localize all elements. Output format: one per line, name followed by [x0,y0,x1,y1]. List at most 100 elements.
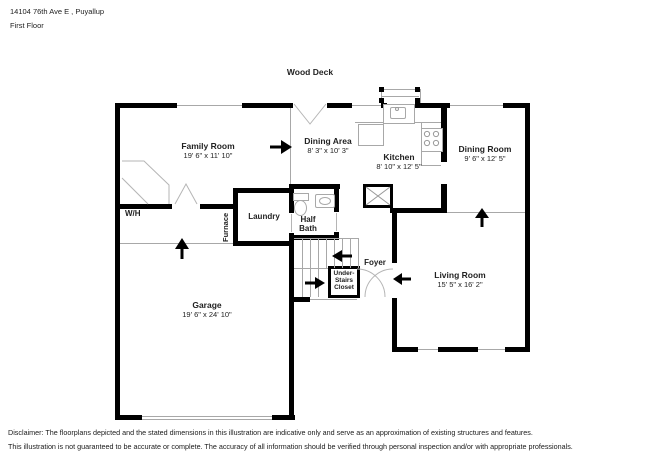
deck-post [415,87,420,92]
deck-landing-step-line [382,96,419,97]
room-name: Family Room [181,141,235,151]
window [478,349,505,350]
kitchen-dining-wall [441,103,447,162]
family-dining-divider [290,108,291,184]
right-exterior-wall [525,103,530,352]
garage-label: Garage 19' 6" x 24' 10" [157,300,257,319]
fireplace-hearth-line [121,177,149,205]
stair-tread [342,239,343,268]
wh-garage-divider [120,243,233,244]
stair-tread [334,239,335,268]
laundry-wall [233,188,238,246]
deck-door-swing [293,103,327,125]
wood-deck-label: Wood Deck [286,67,334,77]
refrigerator [358,124,384,146]
stair-tread [326,239,327,268]
half-bath-wall [289,235,339,240]
furnace-label: Furnace [221,212,230,242]
dining-living-divider [447,212,525,213]
stair-tread [302,239,303,268]
laundry-wall [233,188,292,193]
closet-arrow-right [305,277,325,289]
fireplace [122,160,170,204]
under-stairs-closet: Under- Stairs Closet [328,266,360,298]
living-arrow-left [393,273,411,285]
family-room-door-swing [174,182,198,205]
garage-bottom-wall [272,415,295,420]
entry-arrow-right [270,140,292,154]
room-name: Kitchen [383,152,415,162]
room-name: Living Room [434,270,486,280]
living-room-bottom-wall [438,347,478,352]
living-room-bottom-wall [505,347,530,352]
front-door-swing [364,268,394,298]
garage-door [142,416,272,420]
stove-burner [423,139,431,147]
room-dims: 8' 10" x 12' 5" [376,162,422,172]
toilet-bowl [294,200,307,216]
top-wall-segment [242,103,293,108]
room-name: Dining Area [304,136,352,146]
stairs-edge [294,238,358,239]
laundry-wall [233,241,294,246]
window [450,105,503,106]
closet-label-line: Stairs [334,277,354,285]
stove-burner [423,130,431,138]
front-wall [289,297,310,302]
room-dims: 15' 5" x 16' 2" [437,280,483,290]
family-room-bottom-wall [115,204,172,209]
stair-tread [310,239,311,268]
faucet-icon [395,107,399,111]
front-door-swing [356,268,386,298]
garage-right-wall [289,188,294,213]
half-bath-wall [289,184,340,189]
family-room-label: Family Room 19' 6" x 11' 10" [158,141,258,160]
stove-burner [432,139,440,147]
dining-arrow-up [475,208,489,227]
stairs-edge [358,238,359,268]
stair-tread [350,239,351,268]
left-exterior-wall [115,103,120,420]
kitchen-label: Kitchen 8' 10" x 12' 5" [359,152,439,171]
room-dims: 19' 6" x 24' 10" [182,310,232,320]
water-heater-label: W/H [125,209,141,218]
window [352,105,381,106]
dining-room-label: Dining Room 9' 6" x 12' 5" [444,144,526,163]
top-wall-segment [415,103,450,108]
top-wall-segment [115,103,177,108]
hall-bottom-wall [390,208,447,213]
family-room-bottom-wall [200,204,237,209]
garage-right-wall [289,233,294,420]
stair-tread [318,239,319,268]
room-name: Garage [192,300,222,310]
floor-label: First Floor [10,21,44,30]
living-room-left-wall [392,298,397,352]
bathroom-sink-basin [319,197,331,205]
laundry-label: Laundry [248,212,280,221]
garage-bottom-wall [115,415,142,420]
entry-arrow-up [175,238,189,259]
deck-post [415,98,420,103]
counter-edge [355,122,383,123]
half-bath-label: Half Bath [299,215,317,234]
closet-label-line: Closet [334,284,354,292]
foyer-living-wall [392,213,397,263]
deck-post [379,98,384,103]
room-dims: 19' 6" x 11' 10" [183,151,233,161]
living-room-label: Living Room 15' 5" x 16' 2" [410,270,510,289]
foyer-label: Foyer [364,258,386,267]
pantry-x-icon [365,186,391,206]
living-room-bottom-wall [392,347,418,352]
front-porch-line [310,299,357,300]
stove-burner [432,130,440,138]
stairs-arrow-left [332,250,352,262]
closet-label-line: Under- [333,270,355,277]
half-bath-door [336,213,337,231]
window [418,349,438,350]
window [177,105,242,106]
stairs-edge [294,268,328,269]
room-dims: 9' 6" x 12' 5" [464,154,506,164]
disclaimer-line-2: This illustration is not guaranteed to b… [8,442,573,451]
